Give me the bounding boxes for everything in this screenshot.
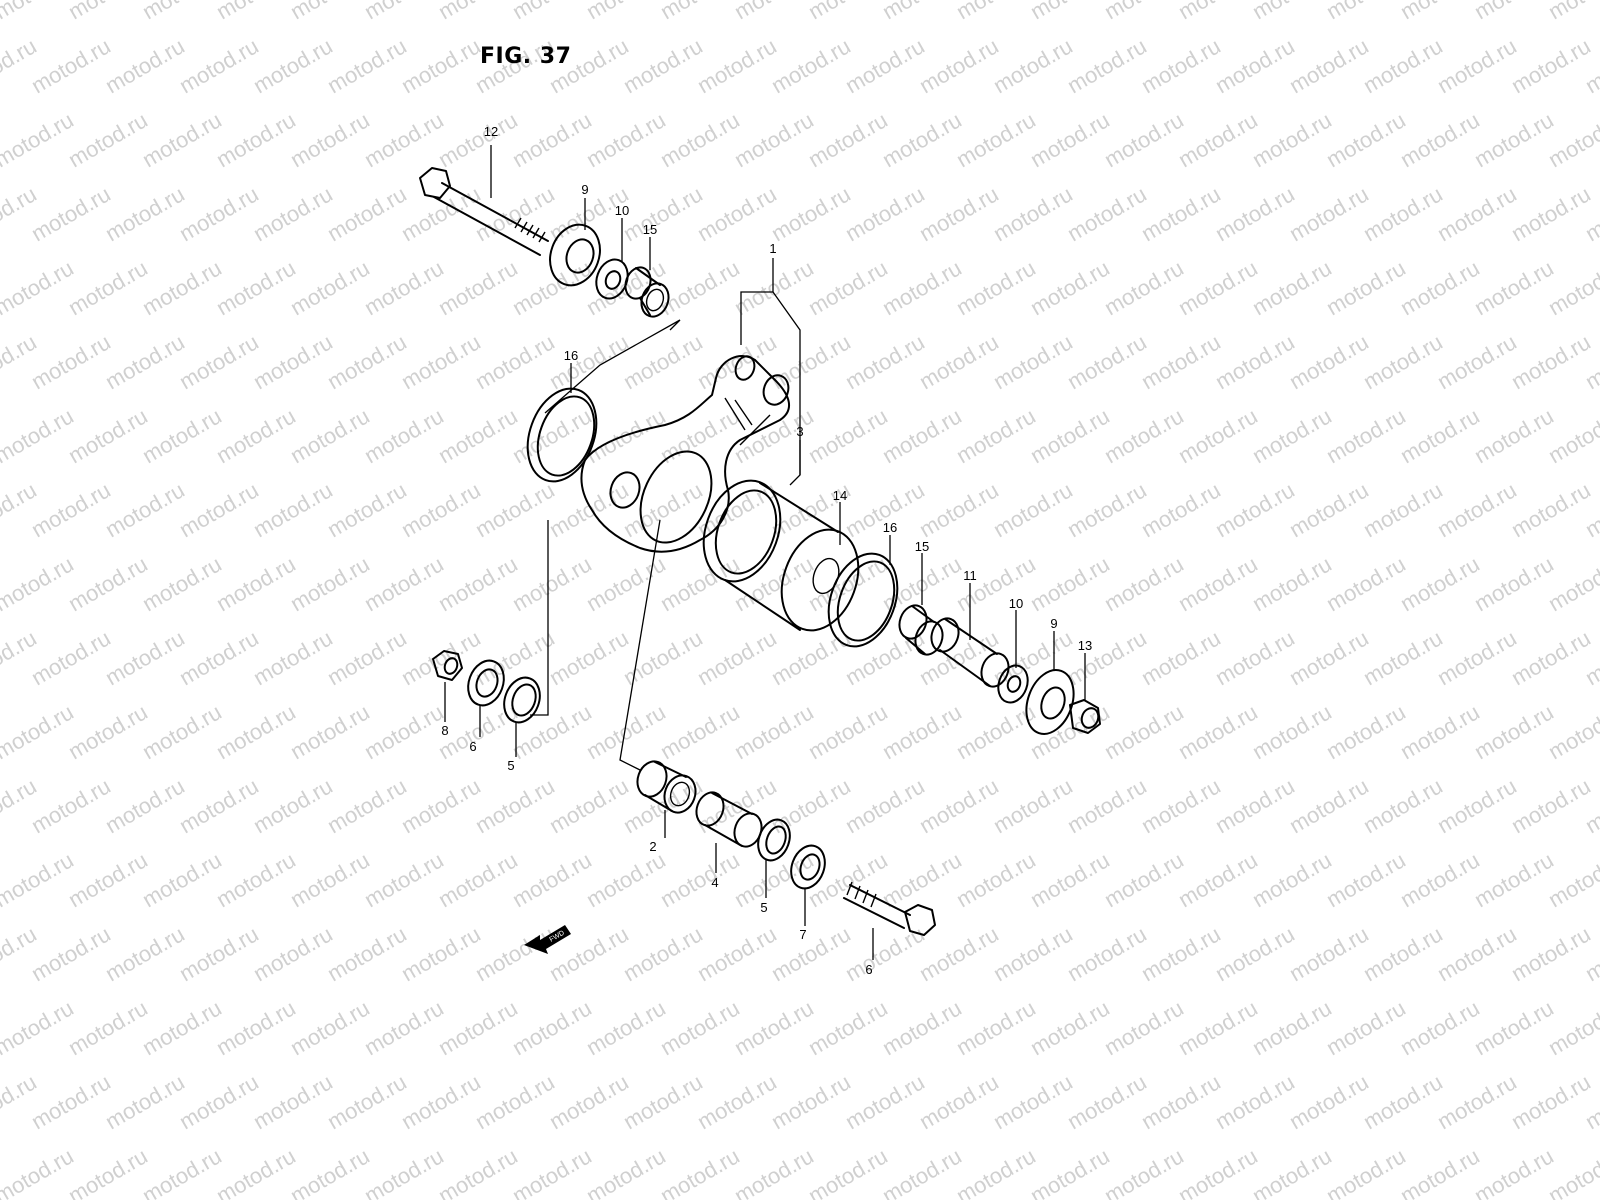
o-ring-16-right <box>827 552 899 648</box>
callout-9-right: 9 <box>1050 616 1057 631</box>
figure-title: FIG. 37 <box>480 44 572 69</box>
callout-3: 3 <box>796 424 803 439</box>
callout-7: 6 <box>865 962 872 977</box>
callout-1: 1 <box>769 241 776 256</box>
cushion-lever-1 <box>580 355 790 553</box>
callout-10-right: 10 <box>1009 596 1023 611</box>
spacer-4 <box>695 791 763 848</box>
o-ring-16-left <box>526 387 598 483</box>
callout-6-lower: 7 <box>799 927 806 942</box>
callout-labels: 12 9 10 15 1 16 3 14 16 15 11 10 9 13 8 … <box>441 124 1092 977</box>
callout-14: 14 <box>833 488 847 503</box>
seal-5-lower <box>757 818 791 862</box>
callout-5-left: 5 <box>507 758 514 773</box>
bearing-2 <box>636 760 697 814</box>
callout-12: 12 <box>484 124 498 139</box>
callout-15-top: 15 <box>643 222 657 237</box>
spacer-11 <box>930 617 1010 688</box>
bearing-15-right <box>898 604 944 656</box>
washer-9-top <box>549 223 601 287</box>
bolt-12 <box>419 167 549 256</box>
callout-8: 8 <box>441 723 448 738</box>
leader-lines <box>444 145 1086 960</box>
callout-2: 2 <box>649 839 656 854</box>
washer-6-left <box>467 659 505 707</box>
seal-5-left <box>503 676 541 724</box>
callout-11: 11 <box>963 568 977 583</box>
callout-15-right: 15 <box>915 539 929 554</box>
callout-9-top: 9 <box>581 182 588 197</box>
callout-16-right: 16 <box>883 520 897 535</box>
nut-8 <box>432 650 463 681</box>
washer-6-lower <box>790 844 826 890</box>
bolt-7 <box>843 881 936 936</box>
callout-5-lower: 5 <box>760 900 767 915</box>
nut-13 <box>1069 699 1101 734</box>
callout-13: 13 <box>1078 638 1092 653</box>
callout-4: 4 <box>711 875 718 890</box>
callout-10-top: 10 <box>615 203 629 218</box>
spacer-14 <box>702 479 860 632</box>
washer-10-right <box>997 664 1029 704</box>
forward-arrow-icon: FWD <box>524 925 571 954</box>
callout-6-left: 6 <box>469 739 476 754</box>
callout-16-left: 16 <box>564 348 578 363</box>
bearing-15-top <box>624 266 670 318</box>
